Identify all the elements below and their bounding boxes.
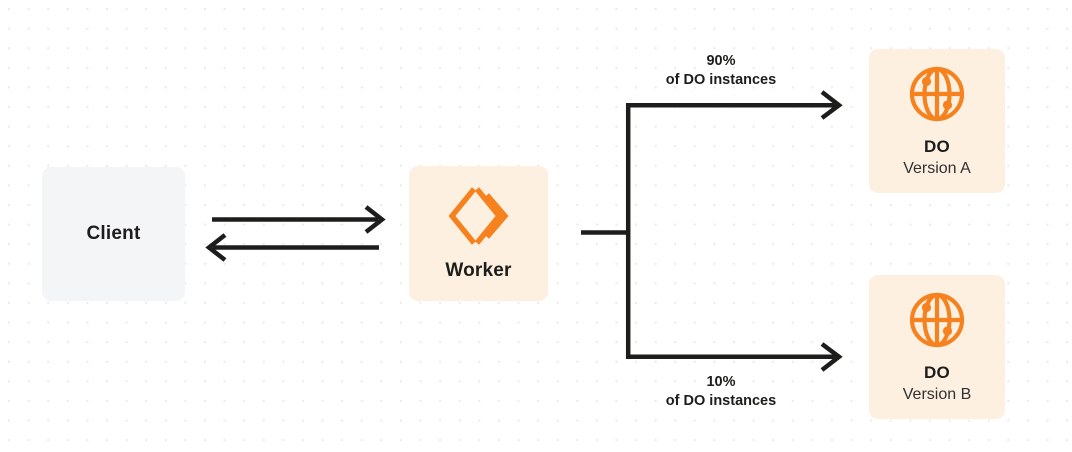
- edge-label-do-a-caption: of DO instances: [665, 72, 777, 89]
- arrow-worker-to-client: [205, 233, 379, 262]
- node-do-b-label: DO: [924, 363, 950, 383]
- arrow-client-to-worker: [212, 205, 386, 234]
- edge-label-do-a: 90% of DO instances: [598, 52, 844, 90]
- node-do-version-a[interactable]: DO Version A: [869, 49, 1005, 193]
- node-do-a-label: DO: [924, 137, 950, 157]
- node-do-version-b[interactable]: DO Version B: [869, 275, 1005, 419]
- branch-trunk: [581, 103, 631, 359]
- node-do-a-sublabel: Version A: [903, 159, 971, 177]
- arrow-worker-to-do-b: [626, 342, 843, 372]
- node-worker[interactable]: Worker: [409, 166, 548, 301]
- node-client[interactable]: Client: [42, 167, 185, 301]
- edge-label-do-b: 10% of DO instances: [598, 373, 844, 411]
- arrow-worker-to-do-a: [626, 90, 843, 120]
- cloudflare-workers-icon: [447, 185, 511, 247]
- durable-object-globe-icon: [906, 289, 968, 351]
- durable-object-globe-icon: [906, 63, 968, 125]
- edge-label-do-a-percent: 90%: [706, 53, 736, 69]
- node-client-label: Client: [86, 222, 141, 244]
- node-do-b-sublabel: Version B: [902, 385, 972, 403]
- edge-label-do-b-caption: of DO instances: [665, 393, 777, 410]
- edge-label-do-b-percent: 10%: [706, 374, 736, 390]
- node-worker-label: Worker: [445, 260, 512, 282]
